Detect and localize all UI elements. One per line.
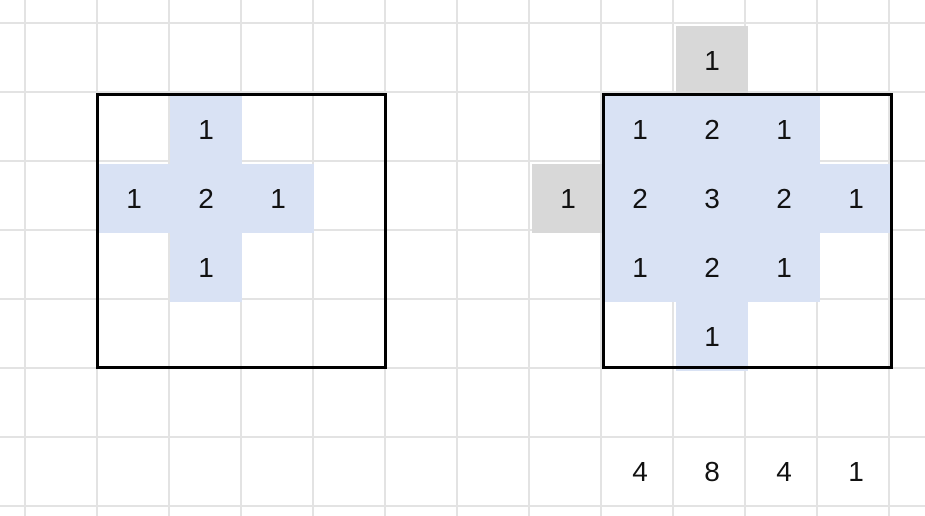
right-cell-r-1-c1: 1 — [676, 26, 748, 95]
right-cell-r2-c2: 1 — [748, 233, 820, 302]
right-cell-r1-c1: 3 — [676, 164, 748, 233]
right-cell-r0-c0: 1 — [604, 95, 676, 164]
left-cell-r1-c2: 1 — [242, 164, 314, 233]
left-cell-r0-c1: 1 — [170, 95, 242, 164]
right-cell-r3-c1: 1 — [676, 302, 748, 371]
left-cell-r1-c0: 1 — [98, 164, 170, 233]
left-cell-r2-c1: 1 — [170, 233, 242, 302]
right-cell-r1-c3: 1 — [820, 164, 892, 233]
column-sum-0: 4 — [632, 456, 648, 487]
left-grid-frame — [96, 93, 387, 369]
right-cell-r1-c0: 2 — [604, 164, 676, 233]
column-sum-1: 8 — [704, 456, 720, 487]
right-cell-r2-c1: 2 — [676, 233, 748, 302]
right-cell-r1-c-1: 1 — [532, 164, 604, 233]
column-sum-3: 1 — [848, 456, 864, 487]
left-cell-r1-c1: 2 — [170, 164, 242, 233]
column-sum-2: 4 — [776, 456, 792, 487]
right-grid-frame — [602, 93, 893, 369]
right-cell-r1-c2: 2 — [748, 164, 820, 233]
right-cell-r0-c1: 2 — [676, 95, 748, 164]
right-cell-r2-c0: 1 — [604, 233, 676, 302]
right-cell-r0-c2: 1 — [748, 95, 820, 164]
